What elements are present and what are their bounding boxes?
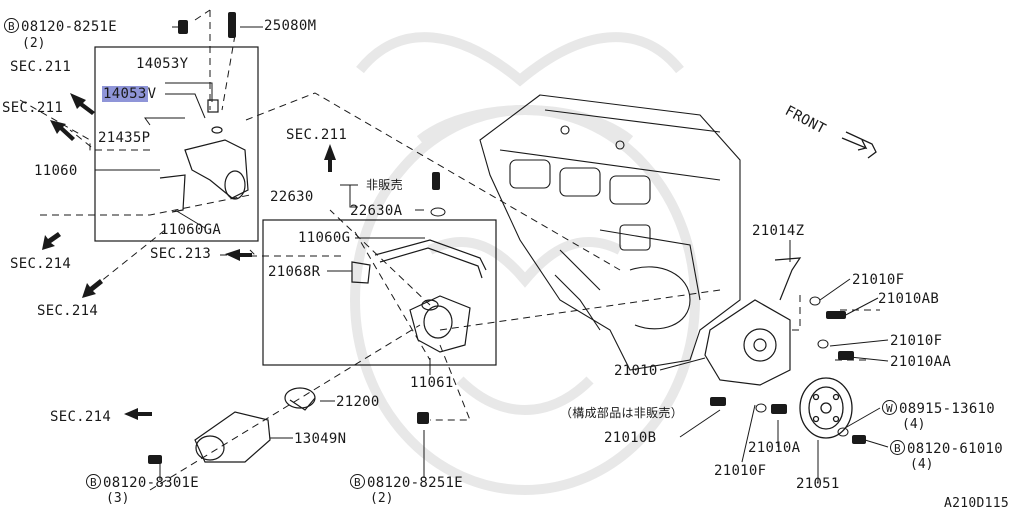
center-housing <box>351 239 487 353</box>
part-label-21010ab: 21010AB <box>878 291 940 307</box>
part-label-21435p: 21435P <box>98 130 151 146</box>
part-label-21068r: 21068R <box>268 264 321 280</box>
part-label-21010aa: 21010AA <box>890 354 952 370</box>
qty: (4) <box>902 417 926 432</box>
center-frame <box>262 219 497 366</box>
part-label-13049n: 13049N <box>294 431 347 447</box>
upper-left-frame <box>94 46 259 242</box>
part-label-21010a: 21010A <box>748 440 801 456</box>
part-number: 08120-8251E <box>367 475 464 491</box>
water-pump <box>704 257 802 386</box>
highlighted-part-number[interactable]: 14053 <box>102 86 148 102</box>
engine-block <box>479 94 741 371</box>
sec-214-label-c[interactable]: SEC.214 <box>50 409 112 425</box>
w-circle-icon: W <box>882 400 897 415</box>
part-number: 08120-61010 <box>907 441 1004 457</box>
part-label-22630a: 22630A <box>350 203 403 219</box>
part-label-11060ga: 11060GA <box>160 222 222 238</box>
watermark-emblem <box>350 32 700 495</box>
sec-214-label-b[interactable]: SEC.214 <box>37 303 99 319</box>
components-not-sold-note: （構成部品は非販売） <box>560 406 684 420</box>
section-arrows <box>42 93 336 420</box>
dashed-guides <box>19 9 880 491</box>
leader-lines <box>95 26 889 483</box>
front-arrow-icon <box>841 131 877 159</box>
qty: (2) <box>370 491 394 506</box>
diagram-code: A210D115 <box>944 496 1010 511</box>
part-label-21014z: 21014Z <box>752 223 805 239</box>
not-for-sale-label: 非販売 <box>366 178 403 192</box>
part-label-14053y: 14053Y <box>136 56 189 72</box>
sec-213-label[interactable]: SEC.213 <box>150 246 212 262</box>
sec-211-label-c[interactable]: SEC.211 <box>286 127 348 143</box>
water-outlet-lower <box>194 387 316 463</box>
part-label-11060g: 11060G <box>298 230 351 246</box>
part-label-11061: 11061 <box>410 375 454 391</box>
bolts <box>148 12 866 464</box>
qty: (4) <box>910 457 934 472</box>
sec-211-label-a[interactable]: SEC.211 <box>10 59 72 75</box>
part-label-22630: 22630 <box>270 189 314 205</box>
part-label-11060: 11060 <box>34 163 78 179</box>
part-label-25080m: 25080M <box>264 18 317 34</box>
part-label-14053v[interactable]: 14053V <box>102 86 156 102</box>
sec-214-label-a[interactable]: SEC.214 <box>10 256 72 272</box>
qty: (2) <box>22 36 46 51</box>
part-label-21051: 21051 <box>796 476 840 492</box>
qty: (3) <box>106 491 130 506</box>
b-circle-icon: B <box>86 474 101 489</box>
part-number: 08120-8251E <box>21 19 118 35</box>
sec-211-label-b[interactable]: SEC.211 <box>2 100 64 116</box>
part-number: 08120-8301E <box>103 475 200 491</box>
part-label-21010b: 21010B <box>604 430 657 446</box>
part-label-21010f-mid: 21010F <box>890 333 943 349</box>
pump-pulley <box>799 377 853 439</box>
part-label-21200: 21200 <box>336 394 380 410</box>
part-number: 08915-13610 <box>899 401 996 417</box>
b-circle-icon: B <box>890 440 905 455</box>
part-suffix: V <box>147 86 157 102</box>
part-label-21010f-bottom: 21010F <box>714 463 767 479</box>
b-circle-icon: B <box>4 18 19 33</box>
b-circle-icon: B <box>350 474 365 489</box>
part-label-21010f-top: 21010F <box>852 272 905 288</box>
part-label-21010: 21010 <box>614 363 658 379</box>
thermostat-housing-upper <box>159 99 249 213</box>
